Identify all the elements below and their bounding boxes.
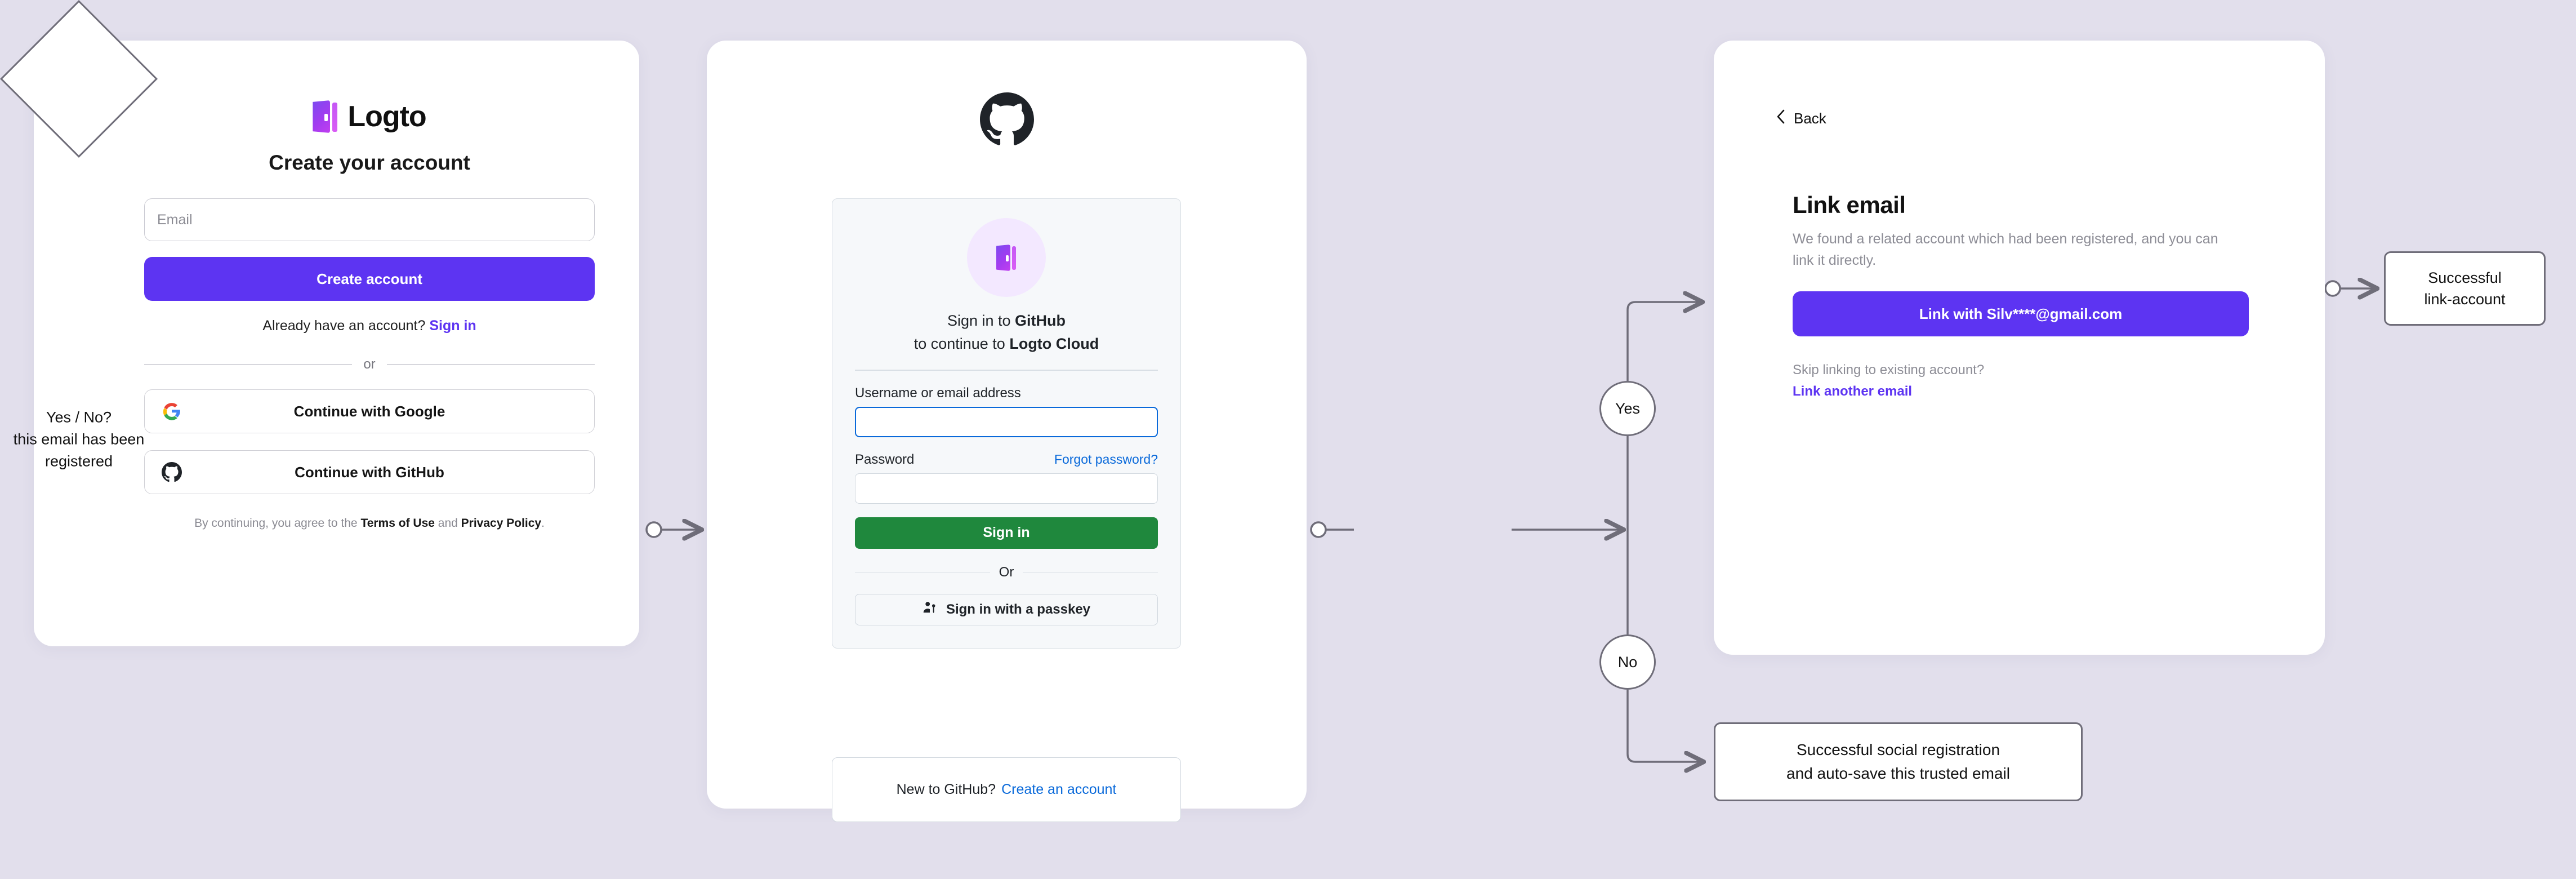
- divider-label: or: [363, 357, 376, 372]
- terms-prefix: By continuing, you agree to the: [194, 517, 361, 530]
- logto-logo: Logto: [144, 97, 595, 136]
- password-input[interactable]: [855, 473, 1158, 504]
- github-icon: [161, 461, 183, 483]
- new-to-github-text: New to GitHub?: [896, 782, 996, 797]
- decision-text: Yes / No? this email has been registered: [0, 406, 193, 472]
- email-field[interactable]: Email: [144, 198, 595, 241]
- github-login-panel: Sign in to GitHub to continue to Logto C…: [832, 198, 1181, 649]
- sign-in-link[interactable]: Sign in: [429, 318, 476, 334]
- social-success-line-2: and auto-save this trusted email: [1786, 765, 2010, 782]
- terms-of-use-link[interactable]: Terms of Use: [360, 517, 435, 530]
- heading-line1-prefix: Sign in to: [947, 312, 1015, 329]
- heading-app: Logto Cloud: [1009, 335, 1099, 352]
- passkey-person-key-icon: [922, 600, 937, 619]
- brand-name: Logto: [347, 100, 426, 133]
- back-label: Back: [1794, 110, 1826, 127]
- continue-with-google-label: Continue with Google: [293, 402, 445, 420]
- continue-with-github-label: Continue with GitHub: [295, 463, 444, 481]
- already-have-account: Already have an account? Sign in: [144, 318, 595, 334]
- github-octocat-icon: [979, 92, 1034, 146]
- username-label: Username or email address: [855, 385, 1021, 401]
- page-title: Create your account: [269, 151, 470, 174]
- successful-link-account-node: Successful link-account: [2384, 251, 2546, 326]
- link-with-email-button[interactable]: Link with Silv****@gmail.com: [1793, 291, 2249, 336]
- register-card: Logto Create your account Email Create a…: [34, 41, 639, 646]
- branch-yes-node: Yes: [1599, 381, 1656, 436]
- new-to-github-box: New to GitHub? Create an account: [832, 757, 1181, 822]
- terms-and: and: [434, 517, 461, 530]
- password-row: Password Forgot password?: [855, 452, 1158, 468]
- github-signin-button[interactable]: Sign in: [855, 517, 1158, 549]
- successful-social-registration-node: Successful social registration and auto-…: [1714, 722, 2083, 801]
- terms-suffix: .: [541, 517, 545, 530]
- app-avatar: [967, 218, 1046, 297]
- link-success-line-2: link-account: [2424, 291, 2506, 308]
- chevron-left-icon: [1776, 109, 1786, 128]
- github-or-divider: Or: [855, 565, 1158, 580]
- continue-with-github-button[interactable]: Continue with GitHub: [144, 450, 595, 494]
- passkey-signin-label: Sign in with a passkey: [946, 601, 1091, 617]
- divider-label: Or: [999, 564, 1014, 580]
- github-signin-card: Sign in to GitHub to continue to Logto C…: [707, 41, 1307, 822]
- back-button[interactable]: Back: [1776, 109, 1826, 128]
- password-label: Password: [855, 451, 915, 467]
- branch-no-node: No: [1599, 634, 1656, 690]
- heading-provider: GitHub: [1015, 312, 1066, 329]
- social-success-line-1: Successful social registration: [1796, 741, 2000, 758]
- divider-line-right: [1023, 571, 1158, 573]
- logto-door-icon: [313, 99, 338, 134]
- decision-node: Yes / No? this email has been registered: [0, 0, 158, 470]
- decision-line-1: Yes / No?: [46, 409, 112, 426]
- link-another-email-link[interactable]: Link another email: [1793, 384, 1913, 399]
- email-placeholder: Email: [157, 211, 193, 228]
- passkey-signin-button[interactable]: Sign in with a passkey: [855, 593, 1158, 625]
- create-an-account-link[interactable]: Create an account: [1001, 782, 1117, 797]
- or-divider: or: [144, 357, 595, 372]
- divider-line-right: [386, 364, 595, 365]
- continue-with-google-button[interactable]: Continue with Google: [144, 389, 595, 433]
- link-email-card: Back Link email We found a related accou…: [1714, 41, 2325, 655]
- divider-line-left: [855, 571, 990, 573]
- google-icon: [161, 400, 183, 423]
- divider-line-left: [144, 364, 353, 365]
- logto-door-icon: [996, 243, 1017, 272]
- heading-line2-prefix: to continue to: [913, 335, 1010, 352]
- panel-divider: [855, 370, 1158, 371]
- username-input[interactable]: [855, 406, 1158, 437]
- already-have-account-text: Already have an account?: [262, 318, 426, 334]
- skip-linking-text: Skip linking to existing account?: [1793, 362, 1985, 378]
- forgot-password-link[interactable]: Forgot password?: [1054, 451, 1158, 467]
- create-account-button[interactable]: Create account: [144, 257, 595, 301]
- signin-heading: Sign in to GitHub to continue to Logto C…: [855, 309, 1158, 355]
- decision-line-3: registered: [44, 452, 113, 470]
- privacy-policy-link[interactable]: Privacy Policy: [461, 517, 542, 530]
- link-email-title: Link email: [1793, 192, 1906, 218]
- terms-text: By continuing, you agree to the Terms of…: [144, 517, 595, 530]
- link-email-description: We found a related account which had bee…: [1793, 231, 2218, 268]
- decision-line-2: this email has been: [13, 430, 145, 448]
- link-success-line-1: Successful: [2428, 269, 2502, 286]
